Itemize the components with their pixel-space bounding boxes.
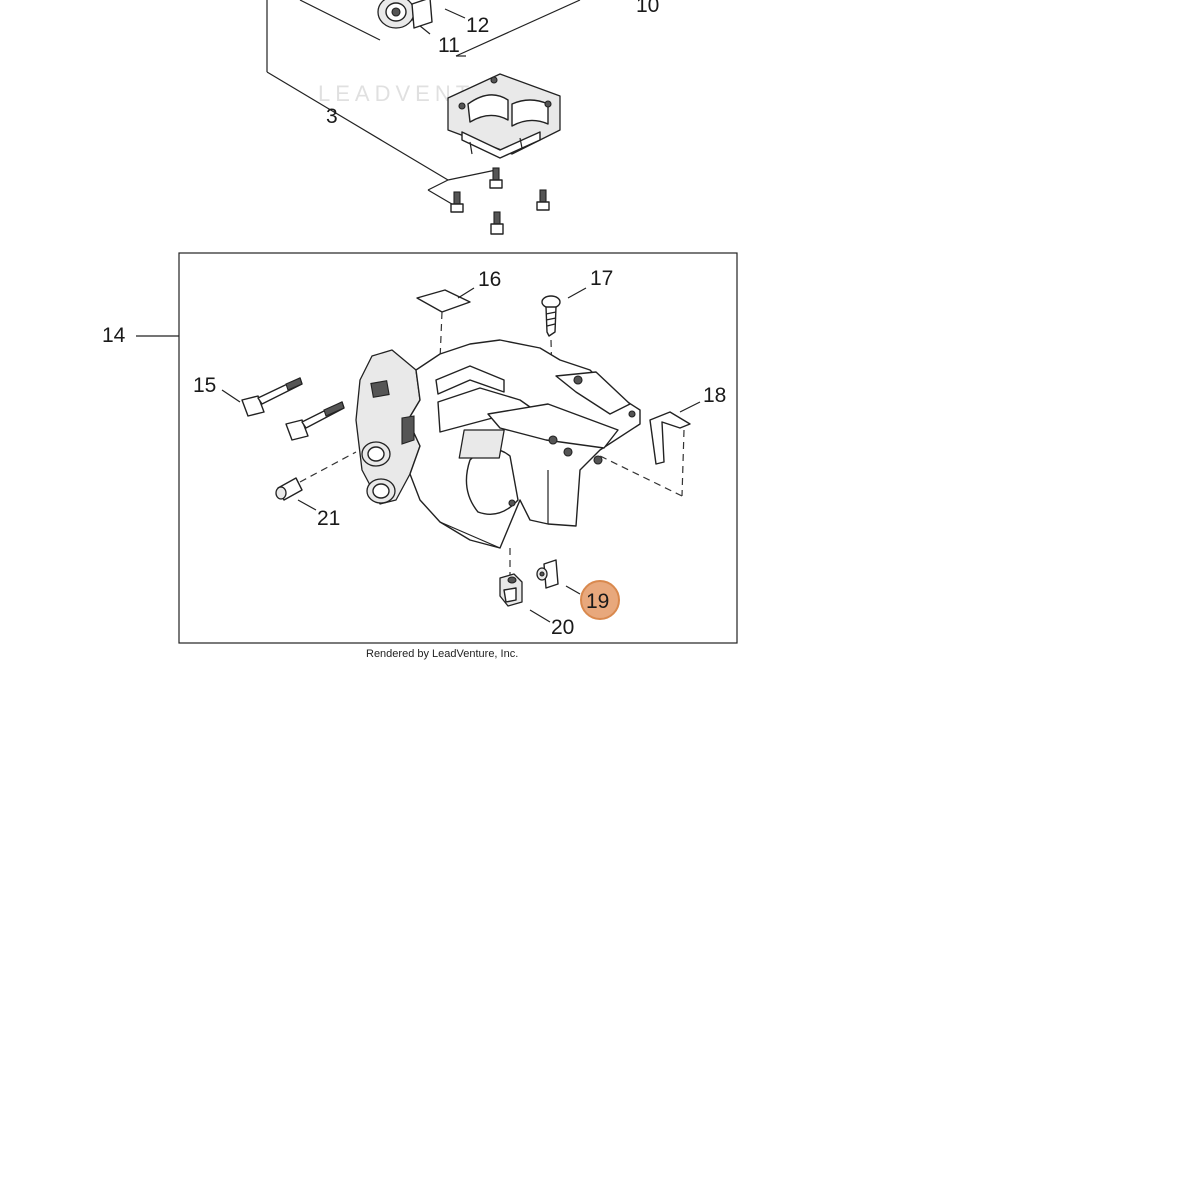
stopper-part-19 (536, 559, 581, 595)
callout-3[interactable]: 3 (326, 105, 338, 128)
callout-14[interactable]: 14 (102, 324, 126, 347)
callout-10[interactable]: 10 (636, 0, 659, 17)
bolt-set-top (450, 167, 550, 235)
callout-11[interactable]: 11 (438, 34, 460, 57)
callout-20[interactable]: 20 (551, 616, 574, 639)
callout-17[interactable]: 17 (590, 267, 613, 290)
highlight-marker-19 (580, 580, 620, 620)
gasket-part-16 (416, 287, 475, 361)
top-assembly-leader-lines (266, 0, 581, 208)
bolt-part-15 (221, 377, 345, 441)
callout-16[interactable]: 16 (478, 268, 501, 291)
bearing-cap-part-3 (447, 73, 561, 159)
plug-part-21 (275, 451, 357, 511)
credit-text: Rendered by LeadVenture, Inc. (366, 648, 518, 660)
crankcase-body (355, 339, 641, 549)
bearing-part-11 (377, 0, 433, 29)
callout-12[interactable]: 12 (466, 14, 489, 37)
crankcase-panel-frame (178, 252, 738, 644)
callout-18[interactable]: 18 (703, 384, 726, 407)
callout-19[interactable]: 19 (586, 590, 609, 613)
callout-15[interactable]: 15 (193, 374, 216, 397)
clip-part-20 (499, 548, 551, 623)
callout-21[interactable]: 21 (317, 507, 340, 530)
bracket-part-18 (595, 401, 701, 497)
